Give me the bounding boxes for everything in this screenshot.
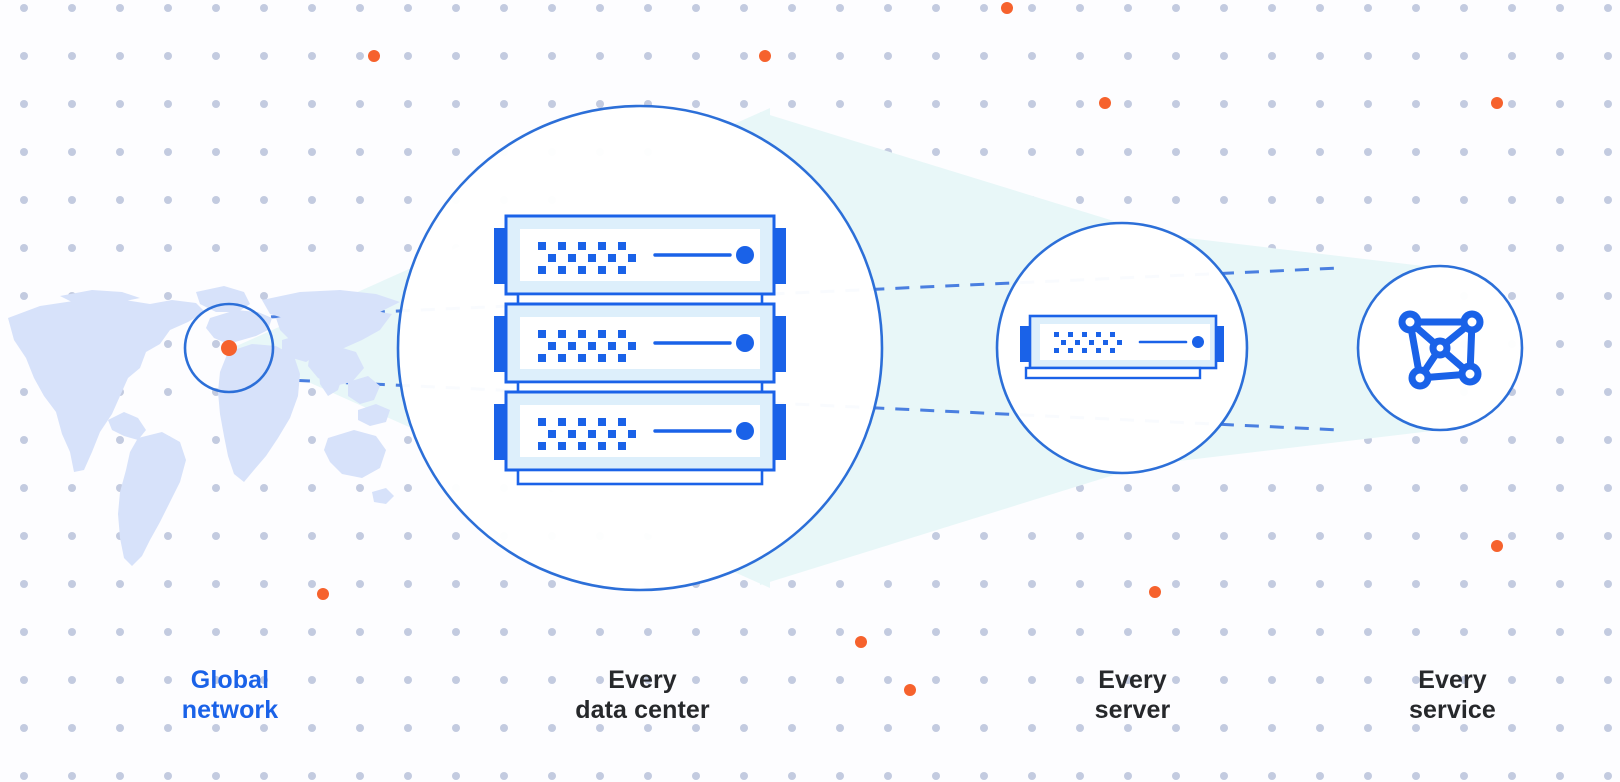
graph-node-tr: [1460, 310, 1484, 334]
map-location-dot: [221, 340, 237, 356]
stage-label-server: Every server: [1094, 666, 1171, 724]
service-stage: [1356, 264, 1524, 432]
world-map-icon: [8, 286, 400, 566]
map-highlight-circle: [183, 302, 275, 394]
graph-node-bl: [1408, 366, 1432, 390]
graph-node-br: [1458, 362, 1482, 386]
single-server-icon: [1020, 314, 1224, 380]
server-unit-2: [494, 302, 786, 396]
server-unit-1: [494, 214, 786, 308]
data-center-stage: [396, 104, 884, 592]
graph-node-tl: [1398, 310, 1422, 334]
stage-label-global-network: Global network: [181, 666, 279, 724]
stage-label-data-center: Every data center: [575, 666, 710, 724]
dot-grid-accent-dots: [317, 2, 1503, 696]
graph-node-center: [1429, 337, 1451, 359]
stage-label-service: Every service: [1409, 666, 1496, 724]
server-stage: [995, 221, 1249, 475]
server-unit-3: [494, 390, 786, 486]
